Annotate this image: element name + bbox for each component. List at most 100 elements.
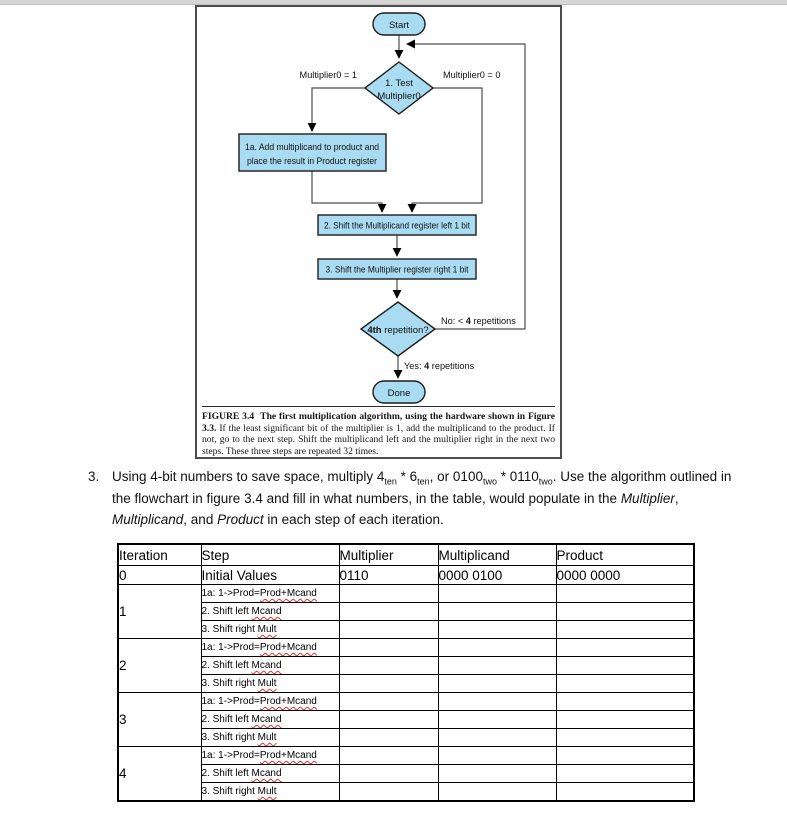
initial-multiplicand-value: 0000 0100 — [437, 565, 557, 585]
step-text: 3. Shift right — [201, 624, 258, 635]
step-label: 3. Shift right Mult — [200, 782, 340, 802]
empty-multiplicand-cell[interactable] — [437, 782, 557, 802]
empty-multiplier-cell[interactable] — [338, 584, 439, 603]
question-text-segment: , — [674, 490, 679, 506]
empty-multiplier-cell[interactable] — [338, 656, 439, 675]
empty-multiplicand-cell[interactable] — [437, 656, 557, 675]
empty-multiplicand-cell[interactable] — [437, 728, 557, 747]
empty-multiplier-cell[interactable] — [338, 782, 439, 802]
table-row: 2. Shift left Mcand — [118, 602, 695, 621]
table-row: 1 1a: 1->Prod=Prod+Mcand — [117, 584, 695, 639]
step-label: 2. Shift left Mcand — [200, 602, 340, 621]
empty-multiplicand-cell[interactable] — [437, 764, 557, 783]
shift-multiplier-label: 3. Shift the Multiplier register right 1… — [326, 265, 469, 275]
shift-multiplier-box — [317, 258, 477, 280]
question-3: 3. Using 4-bit numbers to save space, mu… — [88, 466, 743, 531]
shift-multiplicand-label: 2. Shift the Multiplicand register left … — [324, 221, 470, 231]
done-node — [372, 380, 426, 404]
subscript-ten: ten — [417, 476, 430, 487]
italic-product: Product — [217, 512, 264, 527]
empty-multiplier-cell[interactable] — [338, 638, 439, 657]
empty-multiplicand-cell[interactable] — [437, 620, 557, 639]
step-label: 3. Shift right Mult — [200, 728, 340, 747]
question-text-segment: , and — [183, 512, 218, 527]
spellcheck-word: Mcand — [251, 606, 282, 617]
table-header-row: Iteration Step Multiplier Multiplicand P… — [117, 543, 695, 566]
iteration-0-label: 0 — [117, 565, 202, 585]
subscript-two: two — [482, 476, 497, 487]
empty-multiplicand-cell[interactable] — [437, 692, 557, 711]
empty-multiplier-cell[interactable] — [338, 764, 439, 783]
multiplication-flowchart: Start 1. Test Multiplier0 Multiplier0 = … — [238, 12, 526, 404]
question-text-segment: * 6 — [396, 469, 418, 484]
header-iteration: Iteration — [117, 543, 202, 566]
empty-product-cell[interactable] — [555, 674, 695, 693]
empty-multiplier-cell[interactable] — [338, 710, 439, 729]
empty-multiplier-cell[interactable] — [338, 746, 439, 765]
start-node — [372, 12, 426, 36]
empty-product-cell[interactable] — [555, 620, 695, 639]
empty-multiplier-cell[interactable] — [338, 620, 439, 639]
empty-multiplicand-cell[interactable] — [437, 710, 557, 729]
step-label: 1a: 1->Prod=Prod+Mcand — [200, 746, 340, 765]
empty-product-cell[interactable] — [555, 602, 695, 621]
empty-product-cell[interactable] — [555, 584, 695, 603]
empty-multiplicand-cell[interactable] — [437, 602, 557, 621]
table-row: 2. Shift left Mcand — [118, 764, 695, 783]
iteration-1-label: 1 — [117, 584, 202, 639]
spellcheck-word: Mult — [257, 786, 277, 797]
branch-label-multiplier0-eq-1: Multiplier0 = 1 — [300, 70, 357, 80]
empty-product-cell[interactable] — [555, 764, 695, 783]
empty-multiplier-cell[interactable] — [338, 692, 439, 711]
empty-multiplier-cell[interactable] — [338, 602, 439, 621]
no-loop-connector — [406, 39, 526, 330]
spellcheck-word: Prod+Mcand — [259, 696, 317, 707]
spellcheck-word: Mult — [257, 732, 277, 743]
empty-multiplicand-cell[interactable] — [437, 674, 557, 693]
spellcheck-word: Prod+Mcand — [259, 588, 317, 599]
empty-multiplier-cell[interactable] — [338, 728, 439, 747]
empty-product-cell[interactable] — [555, 782, 695, 802]
step-label: 1a: 1->Prod=Prod+Mcand — [200, 638, 340, 657]
question-text-segment: , or 0100 — [429, 469, 483, 484]
yes-branch-label: Yes: 4 repetitions — [404, 361, 475, 371]
question-text-segment: in each step of each iteration. — [263, 512, 444, 527]
empty-product-cell[interactable] — [555, 710, 695, 729]
step-label: 2. Shift left Mcand — [200, 764, 340, 783]
header-step: Step — [200, 543, 340, 566]
subscript-two: two — [538, 476, 553, 487]
italic-multiplier: Multiplier — [620, 490, 675, 506]
italic-multiplicand: Multiplicand — [112, 512, 184, 527]
empty-product-cell[interactable] — [555, 692, 695, 711]
step-text: 3. Shift right — [201, 678, 258, 689]
table-row: 3. Shift right Mult — [118, 782, 695, 802]
empty-multiplicand-cell[interactable] — [437, 638, 557, 657]
empty-multiplier-cell[interactable] — [338, 674, 439, 693]
figure-caption-title: The first multiplication algorithm, usin… — [202, 411, 555, 434]
test-multiplier0-line1: 1. Test — [385, 78, 413, 89]
empty-product-cell[interactable] — [555, 728, 695, 747]
question-number: 3. — [88, 469, 100, 484]
header-product: Product — [555, 543, 695, 566]
add-multiplicand-line1: 1a. Add multiplicand to product and — [245, 142, 379, 152]
table-row: 3. Shift right Mult — [118, 674, 695, 693]
step-label: 1a: 1->Prod=Prod+Mcand — [200, 692, 340, 711]
step-text: 1a: 1->Prod= — [201, 642, 260, 653]
header-multiplicand: Multiplicand — [437, 543, 557, 566]
empty-multiplicand-cell[interactable] — [437, 746, 557, 765]
done-label: Done — [388, 388, 411, 399]
table-row: 4 1a: 1->Prod=Prod+Mcand — [117, 746, 695, 802]
iteration-4-label: 4 — [117, 746, 202, 802]
iteration-3-label: 3 — [117, 692, 202, 747]
table-row: 2. Shift left Mcand — [118, 656, 695, 675]
initial-values-label: Initial Values — [200, 565, 340, 585]
initial-values-row: 0 Initial Values 0110 0000 0100 0000 000… — [117, 565, 695, 585]
add-multiplicand-line2: place the result in Product register — [247, 156, 377, 166]
empty-product-cell[interactable] — [555, 638, 695, 657]
empty-product-cell[interactable] — [555, 746, 695, 765]
empty-multiplicand-cell[interactable] — [437, 584, 557, 603]
multiplication-worksheet-table: Iteration Step Multiplier Multiplicand P… — [117, 543, 695, 802]
empty-product-cell[interactable] — [555, 656, 695, 675]
table-row: 3. Shift right Mult — [118, 728, 695, 747]
